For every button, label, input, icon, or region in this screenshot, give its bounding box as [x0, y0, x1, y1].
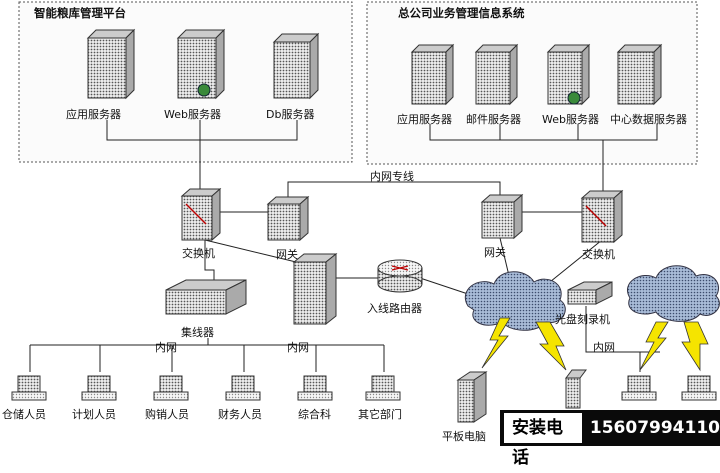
- workstation-4: [297, 375, 333, 401]
- left-platform-title: 智能粮库管理平台: [34, 6, 126, 20]
- intranet-label-c: 内网: [593, 340, 615, 354]
- department-label-0: 仓储人员: [2, 407, 46, 421]
- server-right-label-2: Web服务器: [542, 113, 599, 126]
- server-right-mail: [474, 43, 519, 106]
- gateway-left: [266, 195, 310, 242]
- department-label-2: 购销人员: [145, 407, 189, 421]
- connection-lines: [29, 120, 660, 372]
- internet-cloud-left: [465, 271, 566, 331]
- workstation-7: [681, 375, 717, 401]
- install-phone-number: 15607994110: [589, 418, 720, 438]
- network-diagram: 智能粮库管理平台 总公司业务管理信息系统: [2, 1, 720, 443]
- gateway-left-label: 网关: [276, 247, 298, 261]
- concentrator-label: 集线器: [181, 325, 214, 339]
- intranet-line-label: 内网专线: [370, 169, 414, 183]
- tablet-device: [456, 371, 488, 423]
- workstation-6: [621, 375, 657, 401]
- router-label: 入线路由器: [367, 301, 422, 315]
- cd-recorder-device: [567, 281, 613, 305]
- intranet-label-a: 内网: [155, 340, 177, 354]
- server-right-data: [616, 43, 663, 106]
- server-left-db: [272, 32, 320, 100]
- install-phone-banner: 安装电话 15607994110: [500, 410, 720, 468]
- tablet-label: 平板电脑: [442, 429, 486, 443]
- workstation-1: [81, 375, 117, 401]
- workstation-0: [11, 375, 47, 401]
- server-left-app: [86, 28, 136, 100]
- workstation-3: [225, 375, 261, 401]
- server-right-label-3: 中心数据服务器: [610, 112, 687, 126]
- switch-right-label: 交换机: [582, 247, 615, 261]
- install-phone-caption: 安装电话: [504, 413, 582, 468]
- server-left-label-2: Db服务器: [266, 108, 314, 121]
- concentrator-device: [165, 279, 247, 315]
- internet-cloud-right: [627, 265, 720, 322]
- handheld-device: [565, 369, 587, 409]
- workstation-2: [153, 375, 189, 401]
- server-right-app: [410, 43, 455, 106]
- gateway-right: [480, 193, 524, 240]
- router-icon: [377, 259, 423, 293]
- server-left-web: [176, 28, 226, 100]
- gateway-right-label: 网关: [484, 245, 506, 259]
- switch-right: [580, 189, 624, 244]
- cd-recorder-label: 光盘刻录机: [555, 312, 610, 326]
- server-right-web: [546, 43, 591, 106]
- department-label-1: 计划人员: [72, 408, 116, 421]
- server-left-label-1: Web服务器: [164, 108, 221, 121]
- wireless-bolts: [481, 317, 709, 372]
- switch-left-label: 交换机: [182, 246, 215, 260]
- firewall-device: [292, 252, 338, 326]
- right-system-title: 总公司业务管理信息系统: [398, 6, 525, 20]
- workstation-5: [365, 375, 401, 401]
- department-label-3: 财务人员: [218, 407, 262, 421]
- intranet-label-b: 内网: [287, 340, 309, 354]
- department-label-4: 综合科: [298, 407, 331, 421]
- server-right-label-1: 邮件服务器: [466, 113, 521, 126]
- department-label-5: 其它部门: [358, 407, 402, 421]
- server-left-label-0: 应用服务器: [66, 107, 121, 121]
- switch-left: [180, 187, 222, 242]
- server-right-label-0: 应用服务器: [397, 112, 452, 126]
